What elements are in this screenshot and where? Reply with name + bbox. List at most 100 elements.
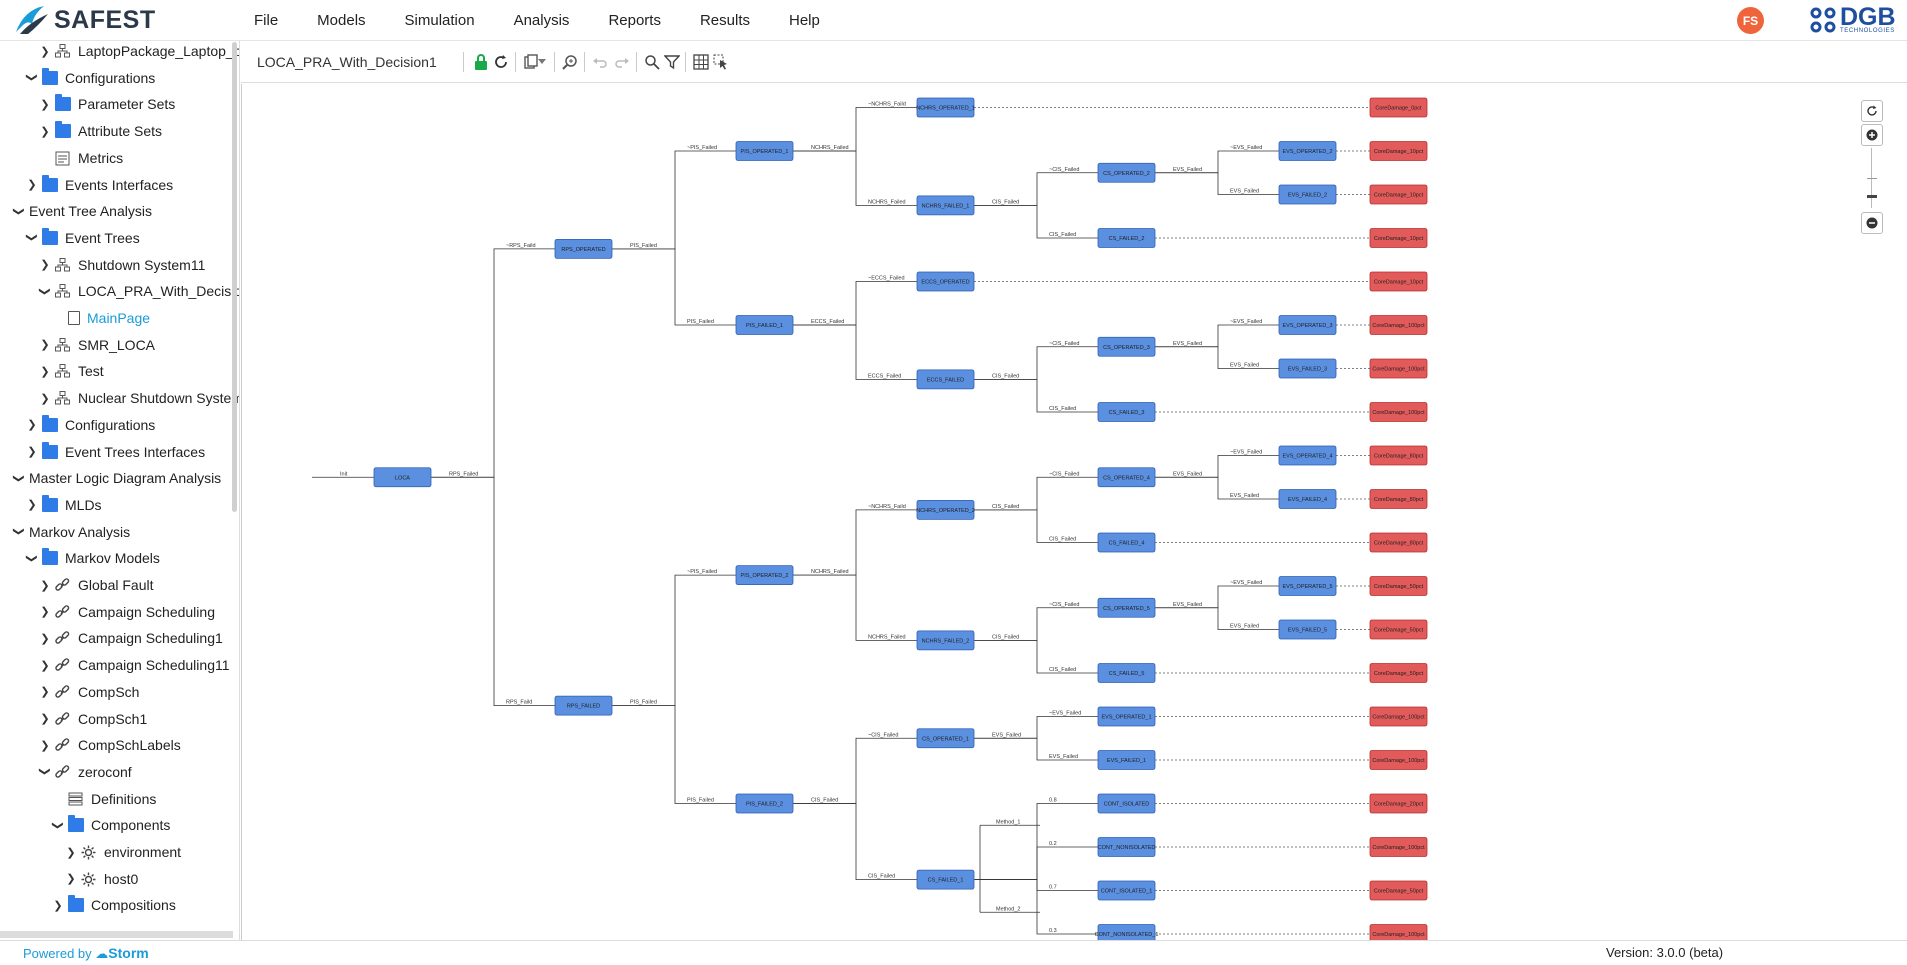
edge-label: ~NCHRS_Faild bbox=[868, 504, 906, 510]
chevron-right-icon[interactable]: ❯ bbox=[27, 446, 37, 458]
sidebar-item-global-fault[interactable]: ❯Global Fault bbox=[39, 572, 153, 598]
sidebar-item-campaign-scheduling11[interactable]: ❯Campaign Scheduling11 bbox=[39, 652, 229, 678]
chevron-down-icon[interactable]: ❯ bbox=[25, 233, 38, 243]
sidebar-item-zeroconf[interactable]: ❯zeroconf bbox=[39, 759, 132, 785]
chevron-right-icon[interactable]: ❯ bbox=[40, 259, 50, 272]
chevron-right-icon[interactable]: ❯ bbox=[40, 392, 50, 405]
sidebar-item-configurations[interactable]: ❯Configurations bbox=[26, 65, 155, 91]
sidebar-item-mainpage[interactable]: MainPage bbox=[52, 305, 150, 331]
sidebar-item-event-tree-analysis[interactable]: ❯Event Tree Analysis bbox=[13, 198, 152, 224]
menu-reports[interactable]: Reports bbox=[608, 11, 661, 29]
chevron-right-icon[interactable]: ❯ bbox=[27, 419, 37, 432]
search-icon[interactable] bbox=[643, 53, 661, 71]
menu-file[interactable]: File bbox=[254, 11, 279, 29]
menu-simulation[interactable]: Simulation bbox=[404, 11, 475, 29]
edge-label: ~EVS_Failed bbox=[1230, 450, 1262, 456]
safest-logo[interactable]: SAFEST bbox=[14, 2, 156, 38]
sidebar-item-compschlabels[interactable]: ❯CompSchLabels bbox=[39, 732, 180, 758]
sidebar-item-campaign-scheduling[interactable]: ❯Campaign Scheduling bbox=[39, 599, 215, 625]
event-node-label: CS_FAILED_4 bbox=[1109, 541, 1145, 547]
zoom-slider-handle[interactable] bbox=[1867, 195, 1877, 198]
chevron-right-icon[interactable]: ❯ bbox=[40, 632, 50, 645]
event-node-label: EVS_FAILED_5 bbox=[1288, 628, 1327, 634]
sidebar-item-label: Configurations bbox=[65, 416, 156, 433]
tree-edge bbox=[793, 737, 917, 804]
select-cursor-icon[interactable] bbox=[712, 53, 730, 71]
chevron-down-icon[interactable]: ❯ bbox=[38, 767, 51, 777]
chevron-right-icon[interactable]: ❯ bbox=[40, 98, 50, 111]
sidebar-item-components[interactable]: ❯Components bbox=[52, 812, 170, 838]
chevron-right-icon[interactable]: ❯ bbox=[40, 45, 50, 58]
user-avatar[interactable]: FS bbox=[1737, 7, 1764, 34]
chevron-down-icon[interactable]: ❯ bbox=[12, 473, 25, 483]
sidebar-item-parameter-sets[interactable]: ❯Parameter Sets bbox=[39, 91, 175, 117]
sidebar-item-metrics[interactable]: Metrics bbox=[39, 145, 123, 171]
sidebar-item-event-trees[interactable]: ❯Event Trees bbox=[26, 225, 140, 251]
chevron-right-icon[interactable]: ❯ bbox=[40, 125, 50, 138]
link-icon bbox=[55, 765, 71, 779]
chevron-right-icon[interactable]: ❯ bbox=[40, 365, 50, 378]
sidebar-item-events-interfaces[interactable]: ❯Events Interfaces bbox=[26, 172, 173, 198]
zoom-in-icon[interactable] bbox=[1861, 124, 1883, 146]
sidebar-item-compsch1[interactable]: ❯CompSch1 bbox=[39, 706, 147, 732]
chevron-down-icon[interactable]: ❯ bbox=[51, 820, 64, 830]
sidebar-item-compositions[interactable]: ❯Compositions bbox=[52, 892, 176, 918]
sidebar-item-test[interactable]: ❯Test bbox=[39, 358, 103, 384]
chevron-right-icon[interactable]: ❯ bbox=[66, 846, 76, 859]
event-node-label: CS_FAILED_5 bbox=[1109, 671, 1145, 677]
filter-icon[interactable] bbox=[663, 53, 681, 71]
chevron-right-icon[interactable]: ❯ bbox=[40, 579, 50, 592]
sidebar-item-smr-loca[interactable]: ❯SMR_LOCA bbox=[39, 332, 155, 358]
event-tree-diagram[interactable]: Init~RPS_FaildRPS_Faild~PIS_FailedPIS_Fa… bbox=[242, 84, 1907, 940]
sidebar-item-markov-analysis[interactable]: ❯Markov Analysis bbox=[12, 519, 131, 545]
sidebar-horizontal-scrollbar[interactable] bbox=[0, 931, 233, 938]
reset-icon[interactable] bbox=[1861, 100, 1883, 122]
sidebar-item-definitions[interactable]: Definitions bbox=[52, 786, 156, 812]
menu-analysis[interactable]: Analysis bbox=[513, 11, 570, 29]
sidebar-item-markov-models[interactable]: ❯Markov Models bbox=[26, 545, 160, 571]
chevron-right-icon[interactable]: ❯ bbox=[40, 686, 50, 699]
grid-icon[interactable] bbox=[692, 53, 710, 71]
chevron-right-icon[interactable]: ❯ bbox=[66, 873, 76, 886]
sidebar-item-host0[interactable]: ❯host0 bbox=[65, 866, 138, 892]
chevron-down-icon[interactable]: ❯ bbox=[12, 206, 25, 216]
sidebar-item-nuclear-shutdown-system[interactable]: ❯Nuclear Shutdown System bbox=[39, 385, 239, 411]
zoom-out-icon[interactable] bbox=[1861, 212, 1883, 234]
sidebar-item-environment[interactable]: ❯environment bbox=[65, 839, 181, 865]
chevron-right-icon[interactable]: ❯ bbox=[27, 179, 37, 191]
undo-icon[interactable] bbox=[591, 53, 609, 71]
chevron-down-icon[interactable]: ❯ bbox=[25, 553, 38, 563]
copy-icon[interactable] bbox=[522, 53, 540, 71]
chevron-right-icon[interactable]: ❯ bbox=[53, 899, 63, 912]
refresh-icon[interactable] bbox=[492, 53, 510, 71]
menu-help[interactable]: Help bbox=[789, 11, 820, 29]
sidebar-item-event-trees-interfaces[interactable]: ❯Event Trees Interfaces bbox=[26, 439, 205, 465]
chevron-right-icon[interactable]: ❯ bbox=[40, 659, 50, 672]
sidebar-scrollbar[interactable] bbox=[232, 42, 237, 512]
chevron-right-icon[interactable]: ❯ bbox=[40, 739, 50, 752]
chevron-down-icon[interactable]: ❯ bbox=[38, 286, 51, 296]
menu-models[interactable]: Models bbox=[317, 11, 366, 29]
sidebar-item-master-logic-diagram-analysis[interactable]: ❯Master Logic Diagram Analysis bbox=[12, 465, 222, 491]
sidebar-item-laptoppackage-laptop-p[interactable]: ❯LaptopPackage_Laptop_p bbox=[39, 41, 239, 64]
sidebar-item-mlds[interactable]: ❯MLDs bbox=[26, 492, 102, 518]
chevron-right-icon[interactable]: ❯ bbox=[27, 499, 37, 512]
menu-results[interactable]: Results bbox=[699, 11, 750, 29]
chevron-right-icon[interactable]: ❯ bbox=[40, 606, 50, 619]
chevron-right-icon[interactable]: ❯ bbox=[40, 713, 50, 725]
sidebar-item-configurations[interactable]: ❯ Configurations bbox=[26, 412, 155, 438]
chevron-down-icon[interactable]: ❯ bbox=[25, 73, 38, 83]
sidebar-item-loca-pra-with-decision1[interactable]: ❯LOCA_PRA_With_Decision1 bbox=[39, 278, 240, 304]
zoom-fit-icon[interactable] bbox=[561, 53, 579, 71]
chevron-right-icon[interactable]: ❯ bbox=[40, 339, 50, 352]
chevron-down-icon[interactable] bbox=[537, 53, 547, 71]
redo-icon[interactable] bbox=[613, 53, 631, 71]
sidebar-item-compsch[interactable]: ❯CompSch bbox=[39, 679, 139, 705]
sidebar-item-shutdown-system11[interactable]: ❯Shutdown System11 bbox=[39, 252, 205, 278]
sidebar-item-campaign-scheduling1[interactable]: ❯Campaign Scheduling1 bbox=[39, 625, 222, 651]
chevron-down-icon[interactable]: ❯ bbox=[12, 526, 25, 537]
sidebar-item-attribute-sets[interactable]: ❯Attribute Sets bbox=[39, 118, 162, 144]
lock-icon[interactable] bbox=[472, 53, 490, 71]
edge-label: ECCS_Failed bbox=[868, 373, 901, 379]
